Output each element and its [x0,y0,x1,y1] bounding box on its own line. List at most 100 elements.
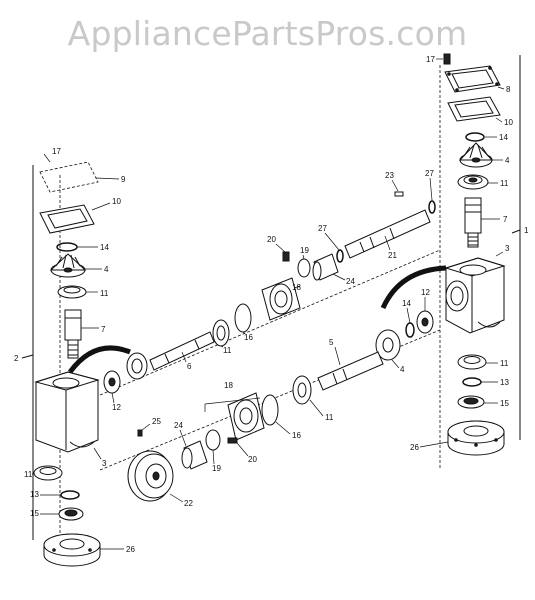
label-8: 8 [506,85,511,94]
part-7-shaft-left [64,309,82,359]
label-3-left: 3 [102,459,107,468]
label-10-right: 10 [504,118,513,127]
part-14-snap-ring-lower [405,322,415,338]
part-6-shaft [149,331,215,371]
part-10-gasket-right [447,96,501,122]
label-15-left: 15 [30,509,39,518]
label-12-left: 12 [112,403,121,412]
part-20-bolt-lower [227,437,238,444]
label-14-lower: 14 [402,299,411,308]
label-19-lower: 19 [212,464,221,473]
label-7-right: 7 [503,215,508,224]
part-11-bearing-left-top [57,285,87,299]
part-11-bearing-right-top [457,174,489,190]
label-22: 22 [184,499,193,508]
label-11-upper: 11 [223,346,232,355]
part-18-flange-lower [227,392,265,441]
left-assembly-bracket [21,165,34,540]
part-4-gear-upper [126,352,148,380]
label-18-lower: 18 [224,381,233,390]
part-12-bearing-left [103,370,121,394]
label-11-right-bottom: 11 [500,359,509,368]
label-11-left-top: 11 [100,289,109,298]
part-26-base-right [447,420,505,456]
label-11-right-top: 11 [500,179,509,188]
part-21-drive-shaft [344,209,431,259]
label-15-right: 15 [500,399,509,408]
part-12-bearing-right [416,310,434,334]
part-24-coupling-upper [312,253,339,281]
part-15-cap-right [457,395,485,409]
label-11-lower: 11 [325,413,334,422]
part-16-seal-lower [261,394,279,426]
part-13-seal-left [60,490,80,500]
part-23-key [394,191,404,197]
label-12-right: 12 [421,288,430,297]
transfer-arrow-right [380,265,447,310]
right-assembly-bracket [511,55,521,440]
label-10-left: 10 [112,197,121,206]
callout-labels: 1 2 17 8 10 14 4 11 7 3 11 13 15 26 17 9… [14,55,529,554]
label-24-lower: 24 [174,421,183,430]
label-23: 23 [385,171,394,180]
part-19-bushing-upper [297,258,311,278]
label-14-left: 14 [100,243,109,252]
part-15-cap-left [58,507,84,521]
part-20-bolt-upper [282,251,290,262]
label-19-upper: 19 [300,246,309,255]
label-14-right: 14 [499,133,508,142]
label-25: 25 [152,417,161,426]
label-16-lower: 16 [292,431,301,440]
part-14-snap-ring-right [465,132,485,142]
part-3-gearbox-housing-left [34,371,100,453]
part-27-snap-ring-a [336,249,344,263]
part-9-gasket-plate [39,161,99,193]
label-4-left: 4 [104,265,109,274]
label-20-upper: 20 [267,235,276,244]
part-7-shaft-right [464,197,482,248]
label-5-lower: 5 [329,338,334,347]
label-1: 1 [524,226,529,235]
part-8-cover-plate [444,65,501,93]
label-27-right: 27 [425,169,434,178]
part-17-screw-left [43,153,51,163]
part-10-gasket-left [39,204,95,234]
part-11-bearing-right-bottom [457,354,487,370]
part-4-bevel-gear-right [458,142,494,168]
part-24-coupling-lower [181,440,208,470]
watermark-text: AppliancePartsPros.com [67,14,468,53]
label-26-left: 26 [126,545,135,554]
label-3-right: 3 [505,244,510,253]
label-24-upper: 24 [346,277,355,286]
label-9: 9 [121,175,126,184]
label-7-left: 7 [101,325,106,334]
label-21: 21 [388,251,397,260]
part-3-gearbox-housing-right [444,257,506,334]
part-16-seal-upper [234,303,252,333]
label-6: 6 [187,362,192,371]
label-27-left: 27 [318,224,327,233]
part-13-seal-right [462,377,482,387]
part-4-bevel-gear-left [49,253,87,278]
part-11-bearing-left-bottom [33,465,63,481]
part-11-bearing-upper [212,319,230,347]
part-26-base-left [43,533,101,567]
part-5-shaft [317,351,384,391]
label-13-left: 13 [30,490,39,499]
part-27-snap-ring-b [428,200,436,214]
part-11-bearing-lower [292,375,312,405]
part-18-flange-upper [261,277,301,321]
part-25-pin [137,429,143,437]
label-13-right: 13 [500,378,509,387]
part-4-gear-lower [375,329,401,361]
label-4-right: 4 [505,156,510,165]
transfer-arrow-left [67,345,131,374]
label-4-lower: 4 [400,365,405,374]
label-2: 2 [14,354,19,363]
label-18-upper: 18 [292,283,301,292]
label-17-left: 17 [52,147,61,156]
label-26-right: 26 [410,443,419,452]
label-20-lower: 20 [248,455,257,464]
part-17-screw-right [443,53,451,65]
